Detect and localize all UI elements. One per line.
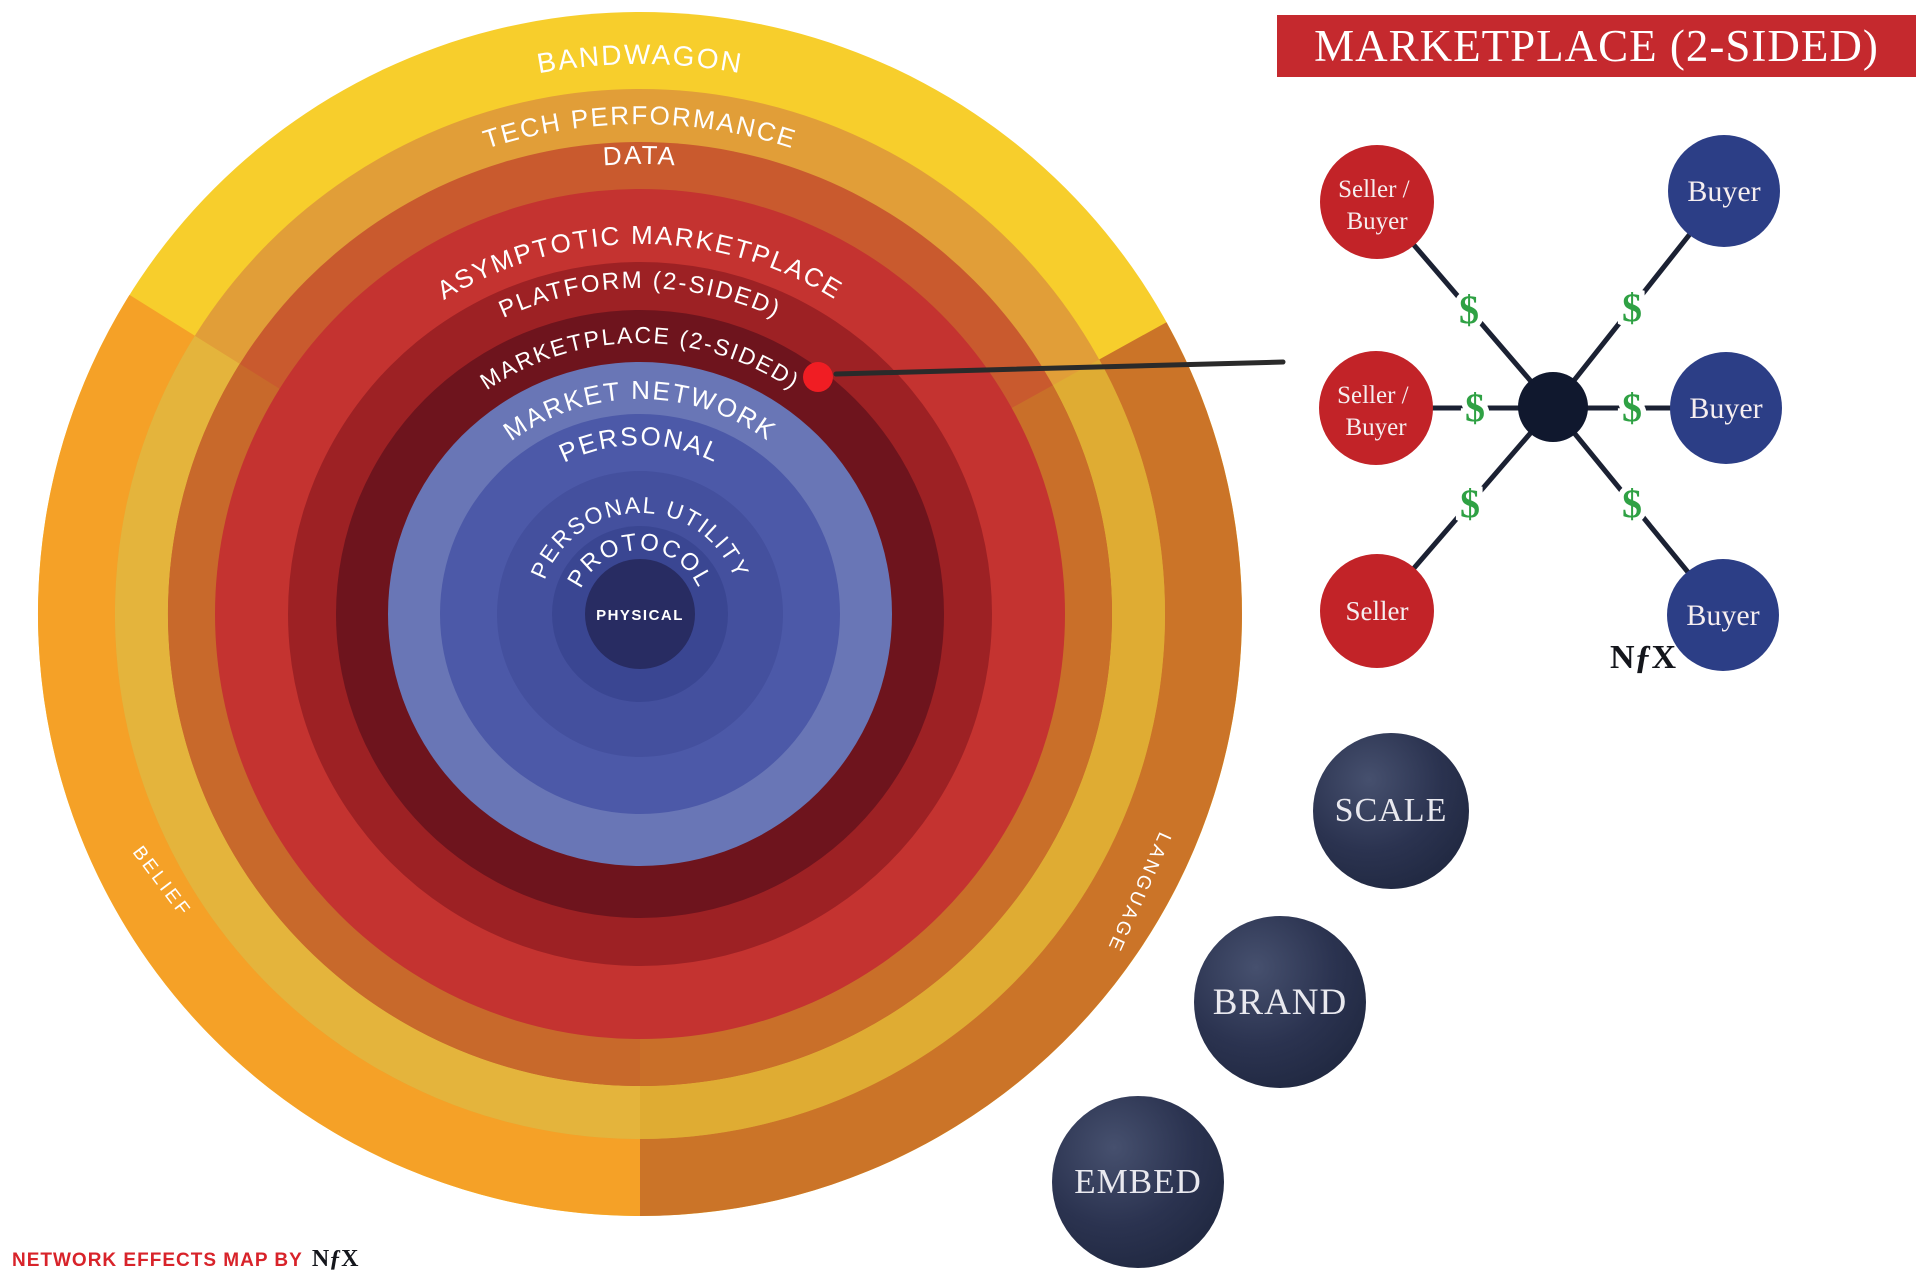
node-seller-buyer-2 (1319, 351, 1433, 465)
footer-credit-text: NETWORK EFFECTS MAP BY (12, 1250, 303, 1271)
node-seller (1320, 554, 1434, 668)
circle-physical (585, 559, 695, 669)
ring-label-physical: PHYSICAL (596, 607, 684, 624)
panel-title: MARKETPLACE (2-SIDED) (1314, 21, 1879, 71)
sphere-embed: EMBED (1052, 1096, 1224, 1268)
dollar-sign: $ (1460, 481, 1480, 526)
network-effects-map: BANDWAGON TECH PERFORMANCE DATA ASYMPTOT… (37, 12, 1242, 1216)
sphere-brand: BRAND (1194, 916, 1366, 1088)
ring-label-data: DATA (602, 140, 678, 171)
panel-title-banner: MARKETPLACE (2-SIDED) (1277, 15, 1916, 77)
dollar-sign: $ (1622, 481, 1642, 526)
sphere-brand-label: BRAND (1212, 981, 1348, 1023)
dollar-sign: $ (1465, 385, 1485, 430)
node-label-seller-buyer-2: Seller / Buyer (1337, 382, 1415, 441)
nfx-footer-logo: NƒX (311, 1246, 359, 1272)
node-buyer-2 (1670, 352, 1782, 464)
network-hub-node (1518, 372, 1588, 442)
node-buyer-3 (1667, 559, 1779, 671)
node-label-buyer-3: Buyer (1686, 599, 1759, 632)
sphere-scale-label: SCALE (1334, 792, 1448, 829)
footer-credit: NETWORK EFFECTS MAP BY NƒX (12, 1246, 359, 1273)
node-buyer-1 (1668, 135, 1780, 247)
node-label-buyer-2: Buyer (1689, 392, 1762, 425)
node-label-seller: Seller (1346, 596, 1409, 626)
node-label-buyer-1: Buyer (1687, 175, 1760, 208)
callout-line (833, 359, 1286, 377)
nfx-logo: NƒX (1610, 639, 1677, 676)
dollar-sign: $ (1459, 287, 1479, 332)
node-label-seller-buyer-1: Seller / Buyer (1338, 176, 1416, 235)
sphere-scale: SCALE (1313, 733, 1469, 889)
callout-dot (803, 362, 833, 392)
dollar-sign: $ (1622, 385, 1642, 430)
node-seller-buyer-1 (1320, 145, 1434, 259)
dollar-sign: $ (1622, 285, 1642, 330)
sphere-embed-label: EMBED (1074, 1162, 1202, 1201)
